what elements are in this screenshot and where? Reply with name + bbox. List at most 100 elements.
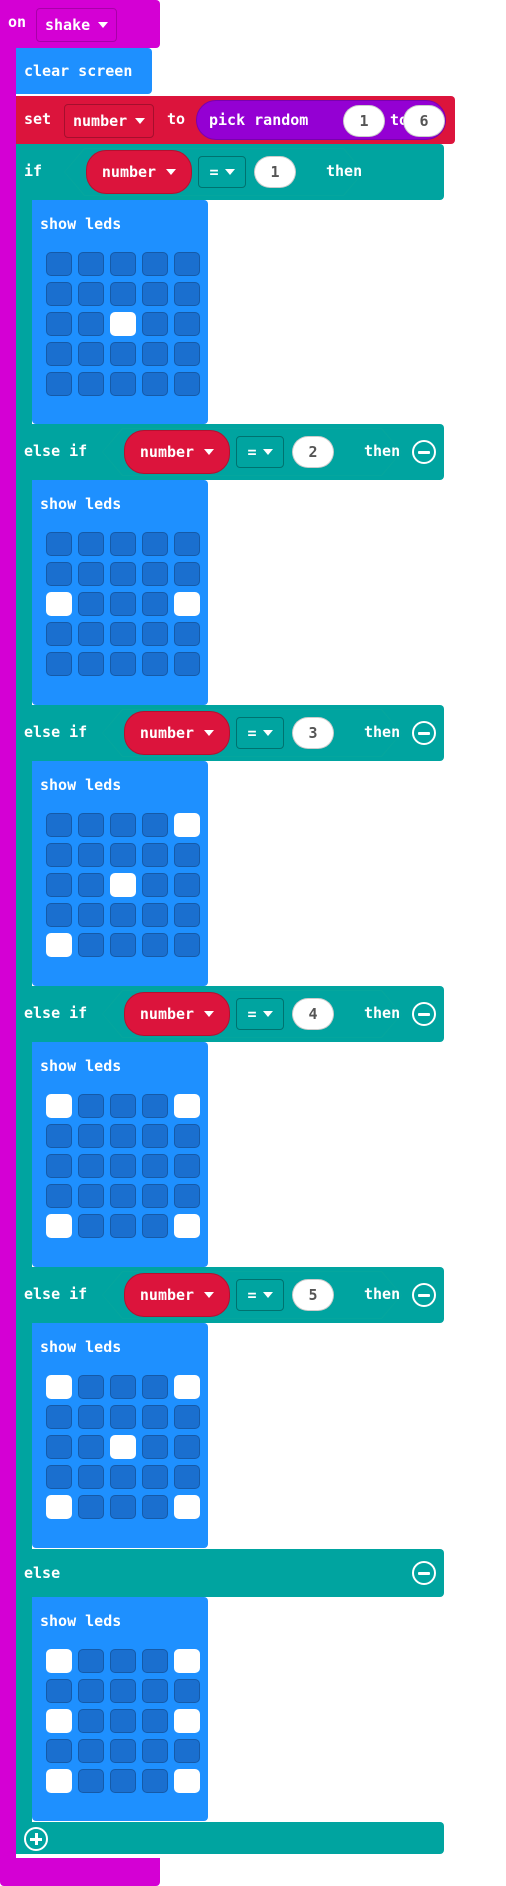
- led-off[interactable]: [110, 843, 136, 867]
- led-off[interactable]: [78, 1709, 104, 1733]
- led-off[interactable]: [78, 903, 104, 927]
- compare-value-input[interactable]: 4: [292, 998, 334, 1030]
- led-off[interactable]: [78, 372, 104, 396]
- random-max-input[interactable]: 6: [403, 105, 445, 137]
- led-off[interactable]: [142, 1495, 168, 1519]
- led-off[interactable]: [46, 1739, 72, 1763]
- led-off[interactable]: [110, 372, 136, 396]
- led-off[interactable]: [110, 1124, 136, 1148]
- led-off[interactable]: [110, 562, 136, 586]
- led-off[interactable]: [46, 312, 72, 336]
- led-off[interactable]: [142, 1214, 168, 1238]
- led-off[interactable]: [142, 1709, 168, 1733]
- pick-random-block[interactable]: pick random 1 to 6: [196, 100, 446, 140]
- led-off[interactable]: [142, 903, 168, 927]
- led-off[interactable]: [78, 1769, 104, 1793]
- led-off[interactable]: [110, 1375, 136, 1399]
- show-leds-block[interactable]: show leds: [32, 761, 208, 986]
- led-off[interactable]: [110, 1739, 136, 1763]
- set-variable-dropdown[interactable]: number: [64, 104, 155, 138]
- if-header[interactable]: if number = 1 then: [16, 144, 444, 200]
- variable-reporter[interactable]: number: [124, 1273, 230, 1317]
- led-off[interactable]: [174, 562, 200, 586]
- show-leds-block[interactable]: show leds: [32, 1042, 208, 1267]
- led-off[interactable]: [142, 1435, 168, 1459]
- led-off[interactable]: [46, 1435, 72, 1459]
- led-on[interactable]: [174, 1709, 200, 1733]
- led-off[interactable]: [110, 592, 136, 616]
- led-off[interactable]: [110, 1649, 136, 1673]
- led-off[interactable]: [110, 1154, 136, 1178]
- compare-value-input[interactable]: 5: [292, 1279, 334, 1311]
- led-off[interactable]: [46, 1679, 72, 1703]
- led-off[interactable]: [78, 1679, 104, 1703]
- operator-dropdown[interactable]: =: [236, 436, 284, 468]
- led-off[interactable]: [110, 342, 136, 366]
- led-off[interactable]: [142, 592, 168, 616]
- led-off[interactable]: [110, 282, 136, 306]
- led-off[interactable]: [78, 282, 104, 306]
- led-off[interactable]: [174, 652, 200, 676]
- led-off[interactable]: [142, 252, 168, 276]
- led-off[interactable]: [142, 562, 168, 586]
- operator-dropdown[interactable]: =: [236, 1279, 284, 1311]
- gesture-dropdown[interactable]: shake: [36, 8, 118, 42]
- led-off[interactable]: [142, 282, 168, 306]
- led-off[interactable]: [174, 843, 200, 867]
- show-leds-block[interactable]: show leds: [32, 480, 208, 705]
- led-off[interactable]: [174, 372, 200, 396]
- led-off[interactable]: [142, 933, 168, 957]
- led-off[interactable]: [46, 622, 72, 646]
- led-off[interactable]: [46, 1124, 72, 1148]
- led-off[interactable]: [46, 813, 72, 837]
- led-on[interactable]: [46, 1214, 72, 1238]
- led-off[interactable]: [142, 1094, 168, 1118]
- operator-dropdown[interactable]: =: [236, 717, 284, 749]
- led-off[interactable]: [78, 933, 104, 957]
- led-off[interactable]: [78, 342, 104, 366]
- led-off[interactable]: [142, 622, 168, 646]
- led-off[interactable]: [174, 1405, 200, 1429]
- led-off[interactable]: [174, 622, 200, 646]
- led-off[interactable]: [174, 1154, 200, 1178]
- led-off[interactable]: [174, 933, 200, 957]
- led-off[interactable]: [110, 532, 136, 556]
- led-off[interactable]: [110, 813, 136, 837]
- led-off[interactable]: [78, 813, 104, 837]
- compare-value-input[interactable]: 3: [292, 717, 334, 749]
- led-off[interactable]: [78, 1465, 104, 1489]
- led-off[interactable]: [110, 1405, 136, 1429]
- led-off[interactable]: [78, 843, 104, 867]
- variable-reporter[interactable]: number: [124, 992, 230, 1036]
- led-off[interactable]: [78, 1649, 104, 1673]
- led-on[interactable]: [110, 312, 136, 336]
- led-off[interactable]: [110, 1709, 136, 1733]
- led-off[interactable]: [142, 1679, 168, 1703]
- led-off[interactable]: [142, 312, 168, 336]
- variable-reporter[interactable]: number: [124, 430, 230, 474]
- led-off[interactable]: [142, 1375, 168, 1399]
- led-off[interactable]: [46, 873, 72, 897]
- led-off[interactable]: [142, 873, 168, 897]
- led-off[interactable]: [110, 933, 136, 957]
- led-on[interactable]: [110, 1435, 136, 1459]
- led-off[interactable]: [174, 1184, 200, 1208]
- led-off[interactable]: [46, 372, 72, 396]
- led-off[interactable]: [78, 652, 104, 676]
- led-off[interactable]: [110, 1094, 136, 1118]
- led-on[interactable]: [174, 1375, 200, 1399]
- remove-else-if-icon[interactable]: [412, 721, 436, 745]
- led-off[interactable]: [142, 1184, 168, 1208]
- show-leds-block[interactable]: show leds: [32, 200, 208, 424]
- else-header[interactable]: else: [16, 1549, 444, 1597]
- led-off[interactable]: [142, 1124, 168, 1148]
- led-off[interactable]: [46, 562, 72, 586]
- led-off[interactable]: [110, 652, 136, 676]
- led-off[interactable]: [78, 1124, 104, 1148]
- led-off[interactable]: [142, 813, 168, 837]
- led-off[interactable]: [78, 592, 104, 616]
- variable-reporter[interactable]: number: [86, 150, 192, 194]
- led-on[interactable]: [174, 1649, 200, 1673]
- led-off[interactable]: [142, 372, 168, 396]
- show-leds-block[interactable]: show leds: [32, 1323, 208, 1548]
